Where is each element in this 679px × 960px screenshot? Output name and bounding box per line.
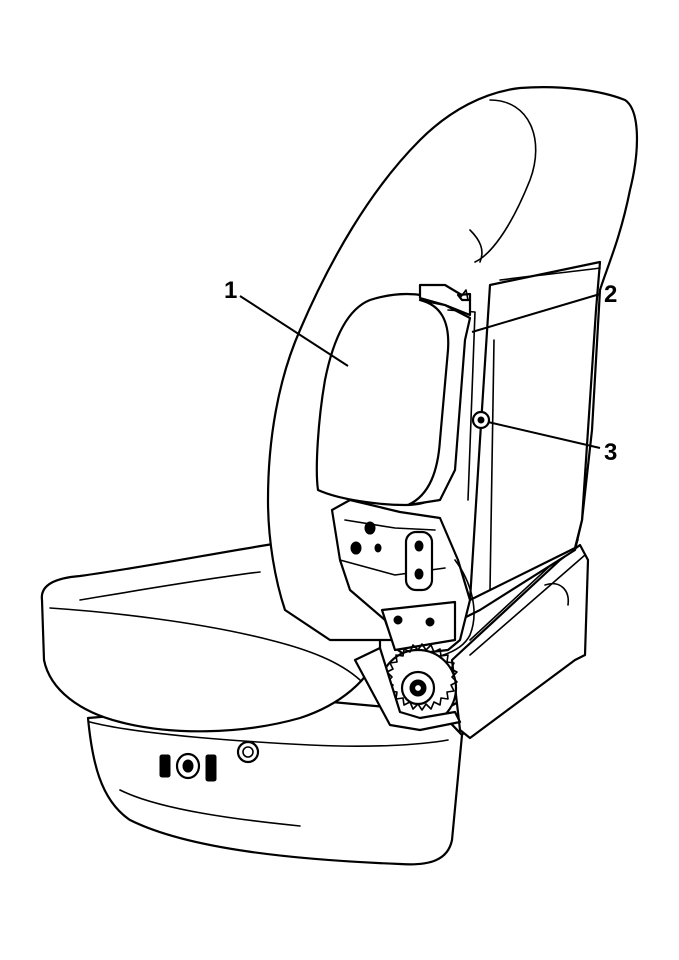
side-airbag-module [315,283,476,507]
callout-leaders [239,293,601,449]
callout-2-label: 2 [604,281,617,308]
seat-adjuster-switches [159,740,260,782]
leader-1 [239,295,349,367]
recliner-release-lever [353,646,462,732]
callout-3-label: 3 [604,439,617,466]
callout-1-label: 1 [224,277,237,304]
leader-3 [487,421,601,449]
leader-2 [471,293,601,333]
side-airbag-fastener [471,410,491,430]
recliner-bracket [330,498,475,663]
